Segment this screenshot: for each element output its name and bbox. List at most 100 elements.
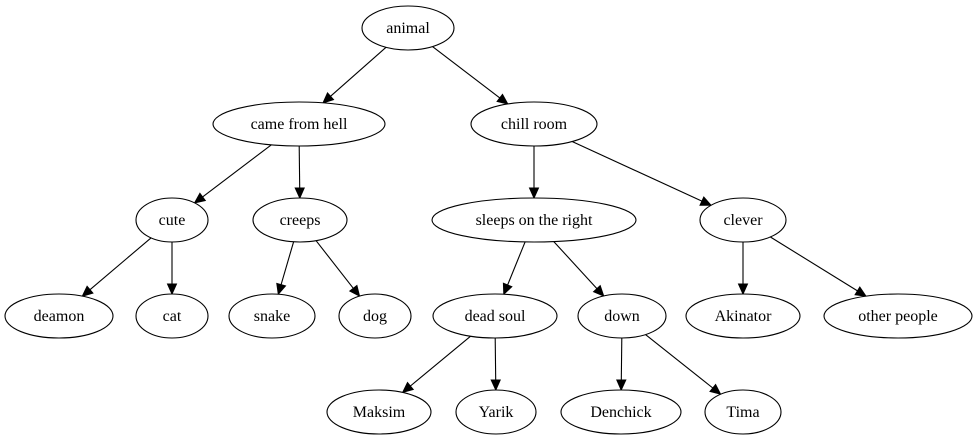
- edge-line: [620, 337, 623, 381]
- edge-line: [315, 240, 354, 289]
- edge-came-from-hell-to-cute: [193, 144, 272, 204]
- node-label-yarik: Yarik: [479, 404, 514, 421]
- node-other-people: other people: [823, 293, 973, 339]
- arrowhead-icon: [348, 284, 361, 298]
- arrowhead-icon: [699, 196, 713, 206]
- node-label-chill-room: chill room: [501, 116, 568, 133]
- node-label-dog: dog: [363, 308, 387, 325]
- node-ellipse: [326, 389, 432, 435]
- edge-chill-room-to-sleeps-on-the-right: [528, 146, 540, 200]
- node-sleeps-on-the-right: sleeps on the right: [431, 197, 637, 243]
- node-chill-room: chill room: [470, 101, 598, 147]
- arrowhead-icon: [496, 93, 509, 105]
- arrowhead-icon: [737, 283, 749, 296]
- node-label-cat: cat: [163, 308, 182, 325]
- node-yarik: Yarik: [455, 389, 537, 435]
- node-label-snake: snake: [254, 308, 290, 325]
- node-label-akinator: Akinator: [715, 308, 773, 325]
- node-label-dead-soul: dead soul: [465, 308, 526, 325]
- edge-line: [89, 237, 152, 291]
- arrowhead-icon: [166, 283, 178, 296]
- node-cute: cute: [135, 197, 209, 243]
- node-label-cute: cute: [159, 212, 186, 229]
- edge-down-to-tima: [645, 334, 722, 395]
- edge-line: [553, 241, 598, 289]
- edge-animal-to-came-from-hell: [322, 46, 387, 104]
- node-ellipse: [135, 197, 209, 243]
- node-ellipse: [685, 293, 801, 339]
- node-ellipse: [431, 197, 637, 243]
- node-maksim: Maksim: [326, 389, 432, 435]
- edge-line: [298, 145, 301, 189]
- arrowhead-icon: [294, 187, 305, 200]
- edge-creeps-to-dog: [315, 240, 361, 298]
- node-ellipse: [823, 293, 973, 339]
- node-label-animal: animal: [386, 20, 430, 37]
- node-denchick: Denchick: [560, 389, 682, 435]
- edge-clever-to-akinator: [737, 242, 749, 296]
- arrowhead-icon: [81, 285, 94, 297]
- edge-cute-to-deamon: [81, 237, 152, 297]
- edge-line: [507, 241, 526, 286]
- edge-line: [571, 141, 703, 202]
- edge-line: [770, 236, 858, 292]
- edge-came-from-hell-to-creeps: [294, 145, 305, 200]
- arrowhead-icon: [592, 284, 605, 297]
- node-label-tima: Tima: [726, 404, 759, 421]
- node-ellipse: [560, 389, 682, 435]
- node-label-maksim: Maksim: [353, 404, 406, 421]
- node-deamon: deamon: [4, 293, 114, 339]
- edge-line: [280, 241, 295, 285]
- edge-line: [410, 335, 471, 387]
- arrowhead-icon: [502, 282, 513, 296]
- edges-layer: [81, 46, 868, 395]
- node-label-down: down: [604, 308, 640, 325]
- arrowhead-icon: [528, 187, 540, 200]
- node-came-from-hell: came from hell: [212, 101, 386, 147]
- node-label-creeps: creeps: [280, 212, 321, 229]
- node-dead-soul: dead soul: [432, 293, 558, 339]
- arrowhead-icon: [193, 192, 207, 204]
- edge-creeps-to-snake: [276, 241, 295, 296]
- edge-sleeps-on-the-right-to-dead-soul: [502, 241, 526, 296]
- arrowhead-icon: [276, 282, 287, 296]
- node-animal: animal: [361, 5, 455, 51]
- edge-down-to-denchick: [616, 337, 627, 392]
- node-ellipse: [252, 197, 348, 243]
- node-ellipse: [432, 293, 558, 339]
- edge-clever-to-other-people: [770, 236, 868, 297]
- node-tima: Tima: [704, 389, 782, 435]
- arrowhead-icon: [490, 379, 501, 392]
- edge-dead-soul-to-maksim: [401, 335, 471, 394]
- edge-sleeps-on-the-right-to-down: [553, 241, 605, 297]
- arrowhead-icon: [854, 286, 868, 297]
- node-ellipse: [577, 293, 667, 339]
- node-label-deamon: deamon: [34, 308, 85, 325]
- node-ellipse: [4, 293, 114, 339]
- node-cat: cat: [135, 293, 209, 339]
- node-creeps: creeps: [252, 197, 348, 243]
- node-label-denchick: Denchick: [590, 404, 651, 421]
- node-label-sleeps-on-the-right: sleeps on the right: [476, 212, 593, 229]
- node-ellipse: [338, 293, 412, 339]
- node-down: down: [577, 293, 667, 339]
- node-ellipse: [228, 293, 316, 339]
- node-label-clever: clever: [723, 212, 763, 229]
- arrowhead-icon: [709, 383, 722, 395]
- node-ellipse: [361, 5, 455, 51]
- node-dog: dog: [338, 293, 412, 339]
- edge-line: [202, 144, 272, 198]
- node-ellipse: [212, 101, 386, 147]
- edge-line: [494, 337, 497, 381]
- edge-dead-soul-to-yarik: [490, 337, 501, 392]
- edge-line: [432, 46, 501, 99]
- edge-line: [645, 334, 714, 389]
- node-label-came-from-hell: came from hell: [251, 116, 348, 133]
- edge-animal-to-chill-room: [432, 46, 509, 105]
- arrowhead-icon: [322, 91, 335, 104]
- arrowhead-icon: [401, 381, 415, 394]
- edge-chill-room-to-clever: [571, 141, 713, 206]
- node-ellipse: [135, 293, 209, 339]
- node-snake: snake: [228, 293, 316, 339]
